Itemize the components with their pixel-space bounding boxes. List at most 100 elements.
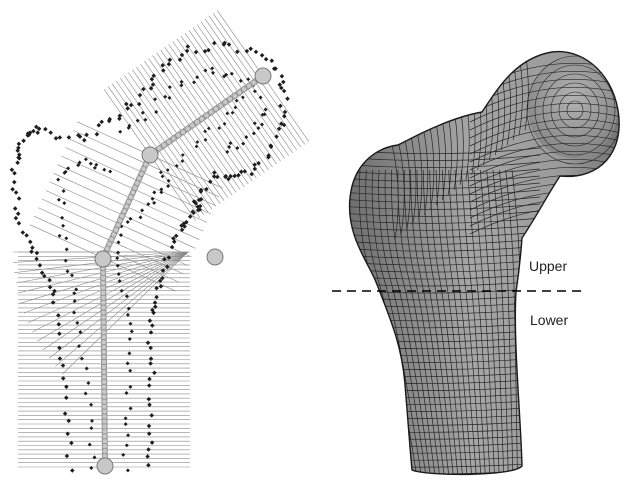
mesh-line xyxy=(349,231,541,238)
contour-point xyxy=(124,443,129,448)
control-node xyxy=(96,457,114,475)
contour-point xyxy=(128,102,134,108)
contour-point xyxy=(135,118,140,123)
axis-node xyxy=(165,138,172,145)
axis-node xyxy=(101,364,107,370)
contour-point xyxy=(87,442,92,447)
contour-point xyxy=(13,190,19,195)
contour-point xyxy=(61,223,66,228)
axis-node xyxy=(100,294,107,301)
contour-point xyxy=(50,292,56,297)
contour-point xyxy=(57,233,62,238)
contour-point xyxy=(61,189,66,193)
axis-node xyxy=(100,314,107,321)
contour-point xyxy=(107,116,112,122)
contour-point xyxy=(65,269,70,274)
axis-node xyxy=(134,180,141,186)
contour-point xyxy=(279,73,285,79)
contour-point xyxy=(179,52,185,58)
contour-point xyxy=(13,215,19,221)
contour-point xyxy=(119,233,123,238)
contour-point xyxy=(17,152,22,157)
contour-point xyxy=(153,304,158,309)
contour-point xyxy=(154,110,159,114)
contour-point xyxy=(140,208,145,213)
axis-node xyxy=(117,217,123,224)
contour-point xyxy=(65,431,70,437)
contour-point xyxy=(282,113,287,119)
contour-point xyxy=(127,123,132,128)
axis-node xyxy=(101,443,108,450)
contour-point xyxy=(212,40,217,46)
axis-node xyxy=(156,145,163,152)
mesh-line xyxy=(435,169,468,475)
contour-point xyxy=(56,197,61,202)
contour-point xyxy=(126,433,131,438)
contour-point xyxy=(150,196,155,201)
contour-point xyxy=(15,211,21,216)
contour-point xyxy=(194,144,199,149)
contour-point xyxy=(160,174,165,179)
contour-point xyxy=(236,172,241,178)
contour-point xyxy=(154,285,159,291)
contour-point xyxy=(235,49,240,55)
axis-node xyxy=(140,166,147,172)
contour-point xyxy=(70,468,75,473)
contour-point xyxy=(34,124,39,130)
axis-node xyxy=(100,274,107,281)
axis-node xyxy=(170,135,177,142)
contour-point xyxy=(34,250,40,256)
contour-point xyxy=(244,48,250,54)
axis-node xyxy=(101,374,107,380)
contour-point xyxy=(119,288,124,293)
contour-point xyxy=(147,376,152,382)
contour-point xyxy=(86,381,91,385)
contour-point xyxy=(146,423,152,429)
contour-point xyxy=(160,63,165,68)
axis-node xyxy=(175,132,182,139)
contour-point xyxy=(16,145,21,151)
contour-point xyxy=(117,113,123,119)
contour-point xyxy=(72,299,77,304)
contour-point xyxy=(266,154,271,160)
contour-point xyxy=(57,331,62,336)
mesh-line xyxy=(469,111,620,139)
axis-node xyxy=(123,203,130,210)
contour-point xyxy=(145,340,151,346)
control-node xyxy=(141,146,159,164)
contour-point xyxy=(159,190,164,195)
contour-point xyxy=(226,42,232,47)
contour-point xyxy=(172,239,177,244)
contour-point xyxy=(143,117,148,122)
contour-point xyxy=(77,160,82,165)
contour-point xyxy=(279,85,284,91)
contour-point xyxy=(30,245,35,250)
axis-node xyxy=(250,79,257,86)
axis-node xyxy=(100,270,106,276)
axis-node xyxy=(222,99,229,106)
contour-point xyxy=(150,323,155,328)
contour-point xyxy=(203,138,208,142)
contour-point xyxy=(128,368,133,373)
axis-node xyxy=(100,319,107,326)
contour-point xyxy=(88,161,93,166)
contour-point xyxy=(263,56,269,62)
contour-point xyxy=(263,107,268,112)
contour-point xyxy=(16,221,22,226)
axis-node xyxy=(100,279,107,286)
contour-point xyxy=(206,126,211,131)
contour-point xyxy=(248,46,253,52)
contour-point xyxy=(56,177,61,182)
mesh-line xyxy=(349,168,541,175)
contour-point xyxy=(102,167,107,172)
contour-point xyxy=(256,126,261,131)
contour-point xyxy=(10,187,15,192)
axis-node xyxy=(246,83,252,89)
contour-point xyxy=(166,184,171,189)
contour-point xyxy=(89,466,94,470)
contour-point xyxy=(116,250,121,255)
axis-node xyxy=(213,106,219,112)
mesh-line xyxy=(349,182,541,189)
contour-point xyxy=(227,145,232,149)
